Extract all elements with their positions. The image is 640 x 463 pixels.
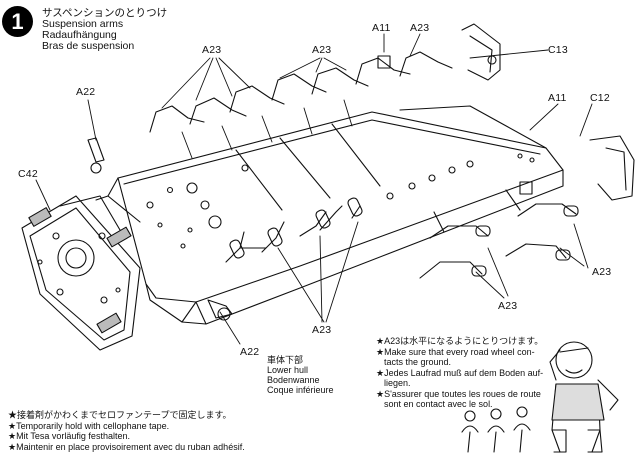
callout-a11-top: A11	[372, 22, 391, 34]
note-left-line-1: ★接着剤がかわくまでセロファンテープで固定します。	[8, 410, 232, 420]
c42-rear-plate	[21, 195, 141, 351]
c13-part	[461, 23, 501, 81]
lower-hull	[95, 105, 564, 325]
note-left-line-3: ★Mit Tesa vorläufig festhalten.	[8, 431, 130, 441]
callout-a23-top-left: A23	[202, 44, 222, 56]
callout-a23-bottom: A23	[312, 324, 332, 336]
a11-parts	[377, 55, 533, 195]
lower-hull-de: Bodenwanne	[267, 375, 320, 385]
lower-hull-jp: 車体下部	[267, 355, 304, 365]
soldier-cartoon	[461, 341, 619, 453]
suspension-arms-top	[149, 51, 453, 133]
lower-hull-en: Lower hull	[267, 365, 309, 375]
note-right-line-3: tacts the ground.	[384, 357, 452, 367]
callout-c42: C42	[18, 168, 38, 180]
note-right-line-6: ★S'assurer que toutes les roues de route	[376, 388, 541, 399]
note-right-line-2: ★Make sure that every road wheel con-	[376, 346, 535, 357]
c12-part	[589, 135, 635, 201]
callout-a22-bottom: A22	[240, 346, 260, 358]
note-road-wheels: ★A23は水平になるようにとりつけます。 ★Make sure that eve…	[376, 336, 543, 410]
step-title-fr: Bras de suspension	[42, 40, 135, 52]
lower-hull-label: 車体下部 Lower hull Bodenwanne Coque inférie…	[267, 355, 334, 395]
step-title-jp: サスペンションのとりつけ	[42, 7, 168, 19]
a22-parts	[87, 137, 233, 321]
step-title-de: Radaufhängung	[42, 29, 117, 41]
callout-a23-top-mid: A23	[312, 44, 332, 56]
step-title-en: Suspension arms	[42, 18, 124, 30]
note-left-line-2: ★Temporarily hold with cellophane tape.	[8, 420, 170, 431]
lower-hull-fr: Coque inférieure	[267, 385, 334, 395]
callout-a23-top-right: A23	[410, 22, 430, 34]
step-title: サスペンションのとりつけ Suspension arms Radaufhängu…	[42, 8, 167, 52]
note-right-line-7: sont en contact avec le sol.	[384, 399, 493, 409]
leader-lines	[35, 33, 593, 345]
suspension-arms-lower	[225, 197, 363, 263]
callout-a23-right: A23	[592, 266, 612, 278]
callout-a22-top: A22	[76, 86, 96, 98]
note-right-line-4: ★Jedes Laufrad muß auf dem Boden auf-	[376, 367, 544, 378]
step-number-badge: 1	[2, 6, 33, 37]
note-right-line-5: liegen.	[384, 378, 411, 388]
callout-a23-lower-right: A23	[498, 300, 518, 312]
callout-c13: C13	[548, 44, 568, 56]
callout-c12: C12	[590, 92, 610, 104]
note-right-line-1: ★A23は水平になるようにとりつけます。	[376, 336, 544, 346]
callout-a11-right: A11	[548, 92, 567, 104]
note-left-line-4: ★Maintenir en place provisoirement avec …	[8, 441, 245, 452]
suspension-arms-right	[419, 189, 579, 279]
note-cellophane-tape: ★接着剤がかわくまでセロファンテープで固定します。 ★Temporarily h…	[8, 410, 245, 452]
